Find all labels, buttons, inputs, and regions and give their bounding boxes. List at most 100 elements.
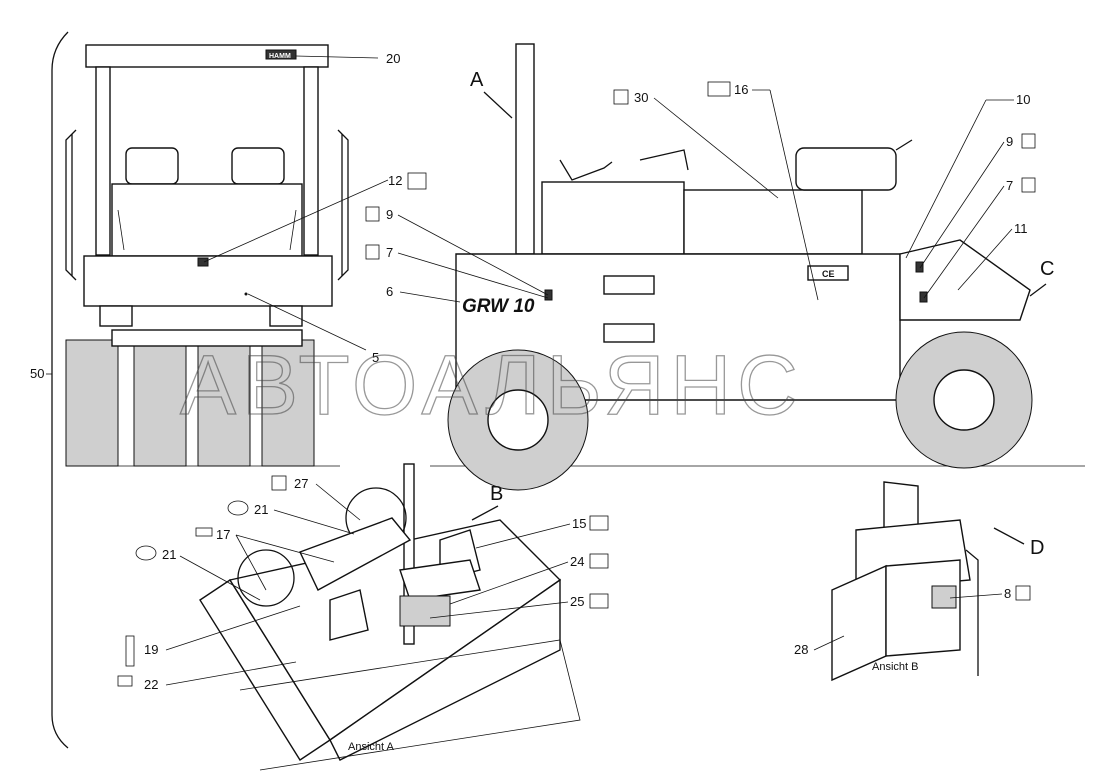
arrow-b	[471, 505, 499, 521]
decal-icon-19	[125, 635, 135, 667]
dashboard	[299, 517, 412, 591]
seat-left	[125, 147, 179, 185]
leader-17-a	[235, 534, 267, 591]
decal-icon-7-front	[365, 244, 380, 260]
leader-22	[165, 661, 297, 686]
arrow-d	[993, 527, 1025, 545]
wheel-2	[133, 339, 187, 467]
decal-icon-22	[117, 675, 133, 687]
steering-wheel-left	[237, 549, 295, 607]
handrail-left	[65, 129, 77, 281]
exhaust-stack	[515, 43, 535, 255]
callout-6: 6	[386, 284, 393, 299]
watermark: АВТОАЛЬЯНС	[180, 338, 804, 432]
decal-icon-21-left	[135, 545, 157, 561]
decal-icon-9-front	[365, 206, 380, 222]
decal-icon-17	[195, 527, 213, 537]
callout-50: 50	[30, 366, 44, 381]
front-rim	[487, 389, 549, 451]
view-b-label: Ansicht B	[872, 661, 918, 673]
wheel-3	[197, 339, 251, 467]
cab-b-side	[885, 559, 961, 657]
leader-11	[957, 228, 1013, 291]
side-view: GRW 10 CE	[447, 43, 1033, 491]
decal-5-dot	[244, 292, 248, 296]
arrow-c-label: C	[1040, 258, 1054, 280]
callout-15: 15	[572, 516, 586, 531]
rops-post-right	[303, 66, 319, 256]
callout-28: 28	[794, 642, 808, 657]
leader-15	[475, 523, 571, 549]
leader-24	[449, 561, 569, 605]
arrow-b-label: B	[490, 483, 503, 505]
callout-9-front: 9	[386, 207, 393, 222]
wheel-4	[261, 339, 315, 467]
leader-16-b	[769, 89, 819, 301]
leader-20	[295, 55, 379, 59]
decal-icon-27	[271, 475, 287, 491]
callout-12: 12	[388, 173, 402, 188]
view-a-drawing	[199, 463, 581, 771]
leader-10-b	[905, 99, 987, 259]
ce-plate	[807, 265, 849, 281]
seat-right	[231, 147, 285, 185]
callout-7-front: 7	[386, 245, 393, 260]
leader-21-top	[273, 509, 355, 535]
seat-back-left	[329, 589, 369, 641]
air-filter	[795, 147, 897, 191]
leader-25	[429, 601, 569, 619]
leader-21-left	[179, 555, 261, 601]
decal-icon-21-top	[227, 500, 249, 516]
leader-7-rear	[923, 185, 1005, 299]
decal-icon-16	[707, 81, 731, 97]
leader-9-rear	[919, 141, 1005, 269]
decal-icon-30	[613, 89, 629, 105]
ce-mark: CE	[822, 269, 835, 279]
driver-seat	[559, 159, 613, 181]
front-view: HAMM	[65, 44, 349, 467]
callout-25: 25	[570, 594, 584, 609]
callout-20: 20	[386, 51, 400, 66]
decal-7-rear	[919, 291, 928, 303]
seat-cushion-right	[399, 559, 481, 601]
callout-16: 16	[734, 82, 748, 97]
callout-19: 19	[144, 642, 158, 657]
group-bracket	[51, 31, 69, 749]
leader-8	[949, 593, 1003, 599]
grab-rail	[403, 463, 415, 645]
roof-badge: HAMM	[269, 53, 291, 60]
headlight-left	[99, 305, 133, 327]
arrow-d-label: D	[1030, 537, 1044, 559]
arrow-a	[483, 91, 513, 119]
callout-21-left: 21	[162, 547, 176, 562]
view-b-drawing	[831, 481, 979, 682]
axle	[111, 329, 303, 347]
callout-8: 8	[1004, 586, 1011, 601]
rail-b	[965, 549, 979, 676]
view-a-label: Ansicht A	[348, 741, 395, 753]
leader-28	[813, 635, 845, 651]
callout-7-rear: 7	[1006, 178, 1013, 193]
decal-9-rear	[915, 261, 924, 273]
callout-5: 5	[372, 350, 379, 365]
rops-post-left	[95, 66, 111, 256]
decal-icon-9-rear	[1021, 133, 1036, 149]
cab-body	[111, 183, 303, 257]
decal-icon-24	[589, 553, 609, 569]
callout-9-rear: 9	[1006, 134, 1013, 149]
machine-roof-below	[239, 639, 581, 771]
rear-rim	[933, 369, 995, 431]
steering-console	[639, 149, 689, 171]
leader-12	[203, 179, 389, 263]
callout-22: 22	[144, 677, 158, 692]
leader-30	[653, 97, 779, 199]
callout-17: 17	[216, 527, 230, 542]
leader-7-front	[397, 252, 549, 299]
leader-5	[247, 293, 367, 351]
leader-6	[399, 291, 461, 303]
headlight-right	[269, 305, 303, 327]
cab-front-panel	[329, 578, 561, 761]
arrow-c	[1029, 283, 1047, 297]
grille-bottom	[603, 323, 655, 343]
decal-box-8	[931, 585, 957, 609]
